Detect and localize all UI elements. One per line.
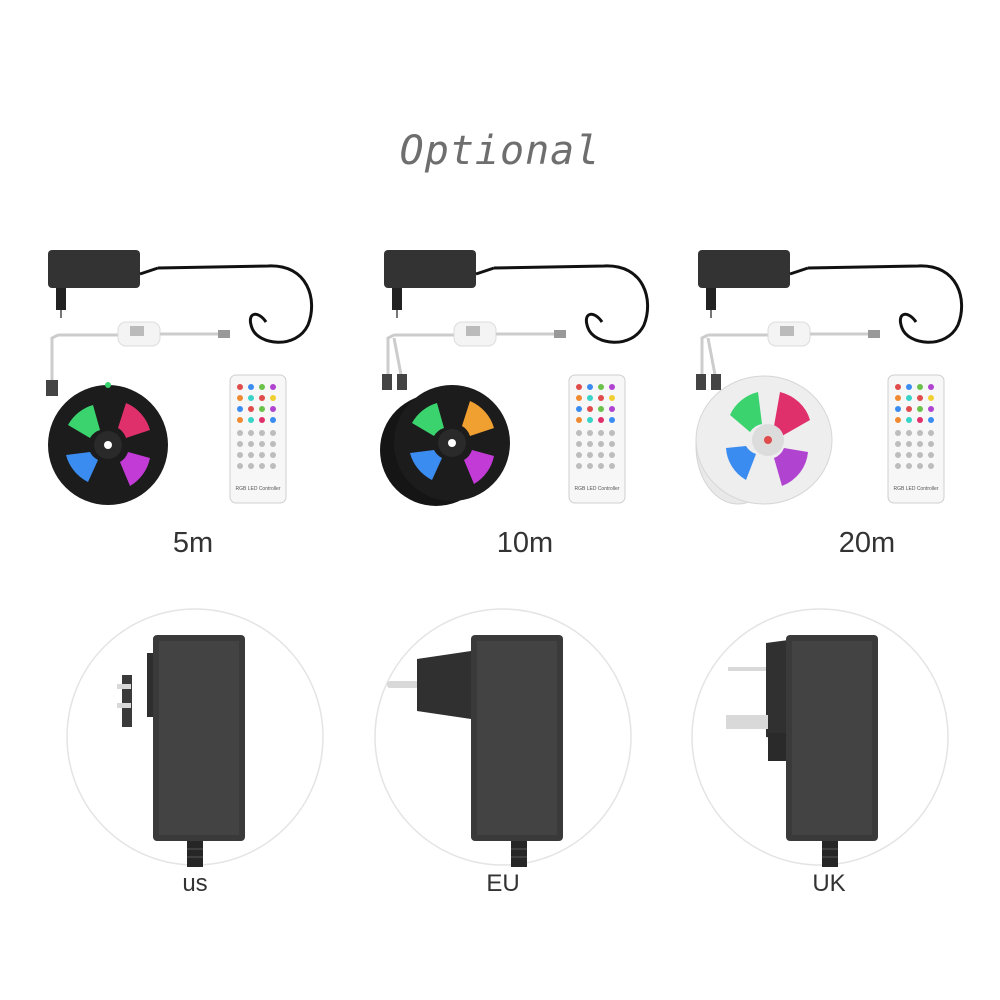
kit-20m: RGB LED Controller	[688, 240, 988, 520]
us-plug-icon	[66, 608, 324, 867]
eu-plug-icon	[374, 608, 632, 867]
page-title: Optional	[399, 128, 601, 174]
plug-uk-option	[690, 607, 950, 867]
power-adapter-icon	[698, 250, 790, 288]
uk-plug-icon	[691, 608, 949, 867]
plug-label-uk: UK	[812, 870, 846, 897]
plug-label-us: us	[182, 870, 208, 897]
kit-5m: RGB LED Controller	[38, 240, 338, 520]
remote-text: RGB LED Controller	[893, 486, 938, 492]
remote-text: RGB LED Controller	[235, 486, 280, 492]
remote-control-icon	[568, 374, 626, 504]
remote-control-icon	[887, 374, 945, 504]
plug-label-eu: EU	[486, 870, 520, 897]
kit-10m-image: RGB LED Controller	[380, 250, 650, 506]
power-adapter-icon	[48, 250, 140, 288]
remote-control-icon	[229, 374, 287, 504]
kit-label-5m: 5m	[172, 527, 214, 559]
remote-text: RGB LED Controller	[574, 486, 619, 492]
kit-5m-image: RGB LED Controller	[46, 250, 314, 505]
plug-eu-option	[373, 607, 633, 867]
plug-us-option	[65, 607, 325, 867]
power-adapter-icon	[384, 250, 476, 288]
kit-label-20m: 20m	[838, 527, 896, 559]
kit-20m-image: RGB LED Controller	[695, 250, 964, 505]
kit-10m: RGB LED Controller	[374, 240, 674, 520]
kit-label-10m: 10m	[496, 527, 554, 559]
